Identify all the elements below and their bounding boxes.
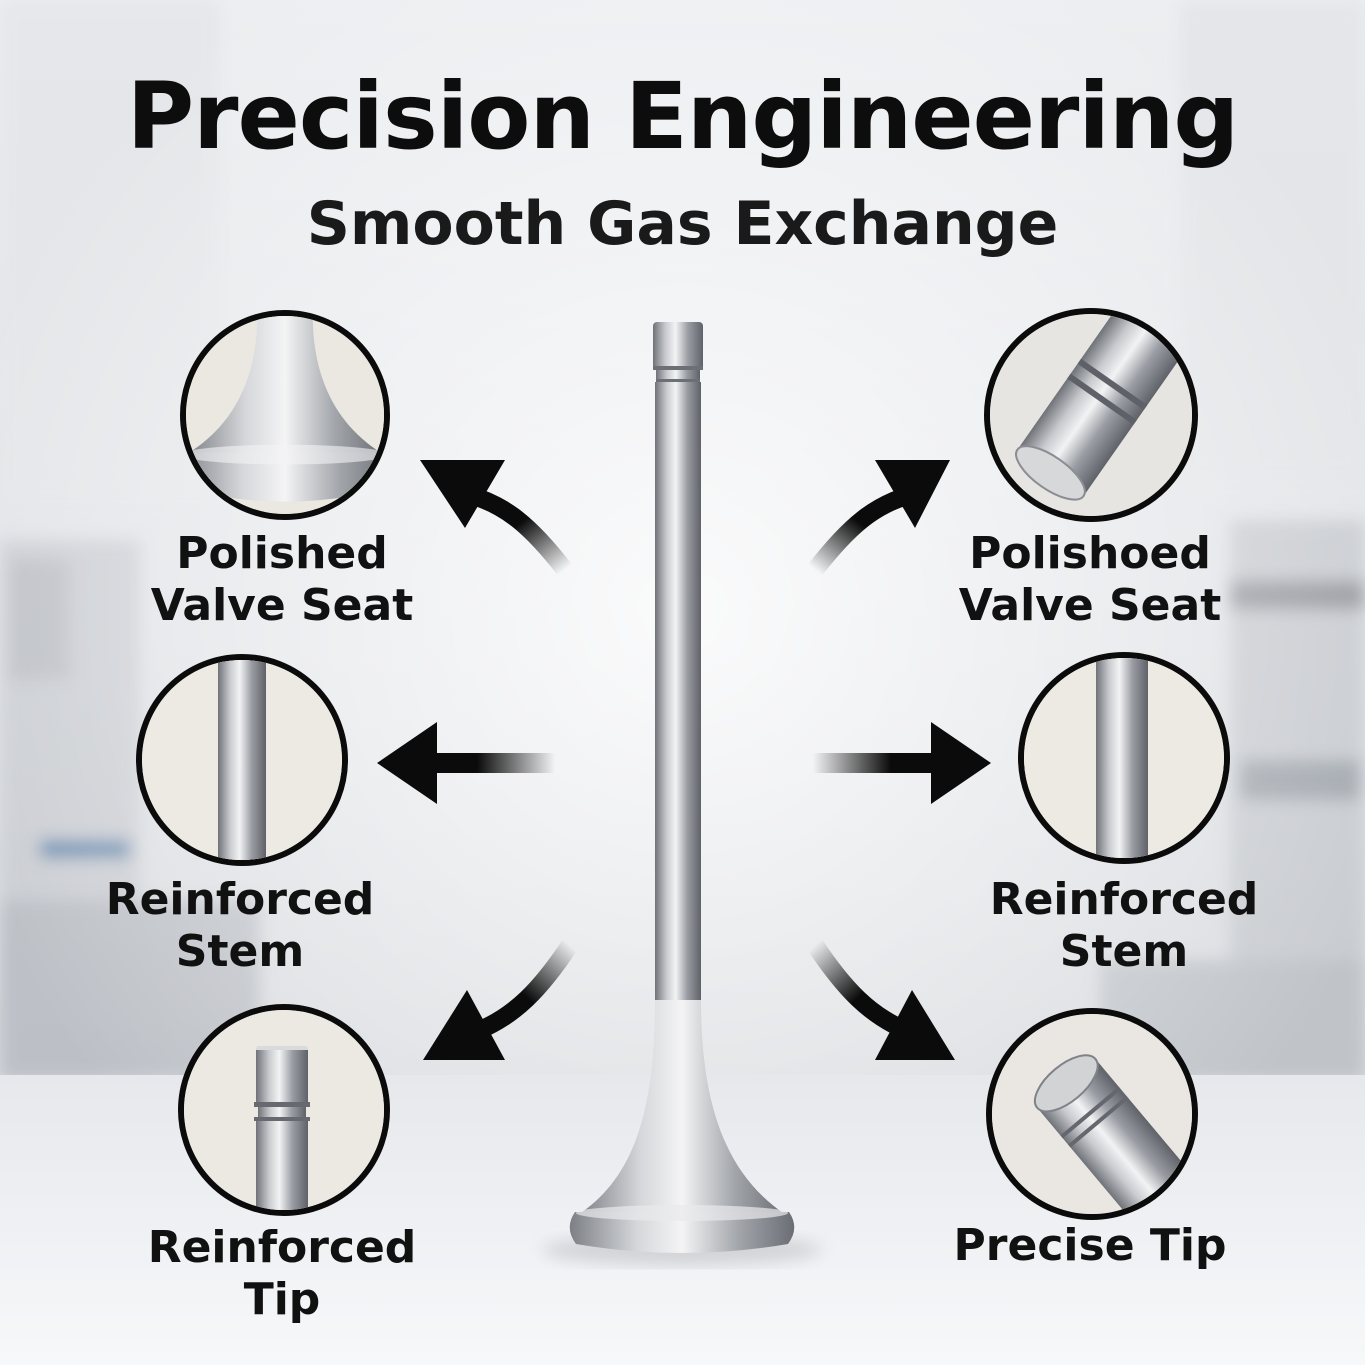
page-title: Precision Engineering <box>126 63 1240 170</box>
engine-valve-illustration <box>569 322 795 1253</box>
curved-arrow-icon <box>807 460 950 576</box>
page-subtitle: Smooth Gas Exchange <box>306 189 1059 259</box>
stem-closeup-left-icon <box>136 654 348 866</box>
curved-arrow-icon <box>807 940 955 1060</box>
valve-head-closeup-icon <box>180 310 390 520</box>
grooved-stem-end-closeup-icon <box>984 308 1198 522</box>
feature-label-right-bottom: Precise Tip <box>953 1220 1227 1271</box>
precise-tip-closeup-icon <box>986 1008 1198 1220</box>
curved-arrow-icon <box>423 940 578 1060</box>
curved-arrow-icon <box>420 460 573 576</box>
straight-arrow-icon <box>377 722 555 804</box>
valve-tip-closeup-icon <box>178 1004 390 1216</box>
straight-arrow-icon <box>813 722 991 804</box>
stem-closeup-right-icon <box>1018 652 1230 864</box>
